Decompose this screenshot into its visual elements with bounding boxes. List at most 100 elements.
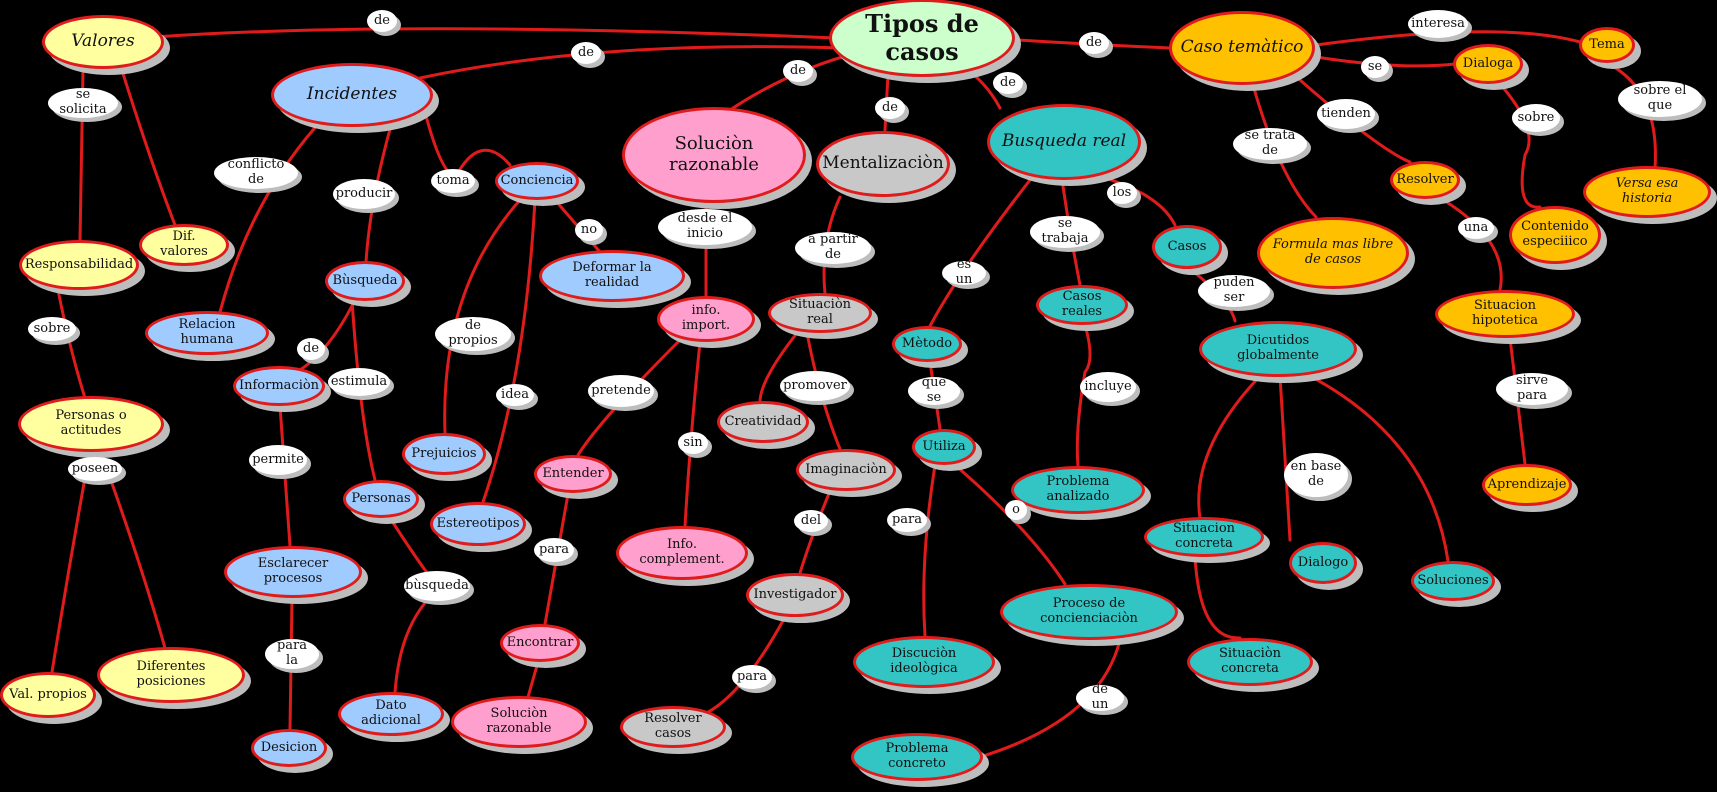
node-utiliza[interactable]: Utiliza	[912, 429, 976, 465]
node-dialoga[interactable]: Dialoga	[1453, 44, 1523, 84]
connector-line	[928, 178, 1032, 328]
node-relacion-humana[interactable]: Relacion humana	[145, 311, 269, 355]
node-busqueda-real[interactable]: Busqueda real	[987, 104, 1141, 180]
node-imaginacion[interactable]: Imaginaciòn	[796, 449, 896, 491]
connector-line	[798, 489, 832, 575]
node-resolver[interactable]: Resolver	[1390, 161, 1460, 199]
node-situacion-concreta[interactable]: Situacion concreta	[1144, 517, 1264, 557]
node-dato-adicional[interactable]: Dato adicional	[338, 692, 444, 736]
node-esclarecer-procesos[interactable]: Esclarecer procesos	[224, 546, 362, 598]
connector-line	[1193, 555, 1242, 640]
connector-line	[56, 288, 87, 400]
link-label-conflicto-de: conflicto de	[214, 157, 298, 189]
node-desicion[interactable]: Desicion	[251, 729, 327, 767]
node-resolver-casos[interactable]: Resolver casos	[620, 706, 726, 748]
node-valores[interactable]: Valores	[42, 15, 164, 69]
connector-line	[298, 298, 357, 372]
node-casos[interactable]: Casos	[1152, 225, 1222, 269]
link-label-busqueda: bùsqueda	[404, 571, 470, 601]
connector-line	[350, 298, 377, 482]
node-dicutidos-globalmente[interactable]: Dicutidos globalmente	[1199, 321, 1357, 377]
link-label-se-trata-de: se trata de	[1233, 128, 1307, 160]
node-discucion-ideologica[interactable]: Discuciòn ideològica	[853, 636, 995, 688]
link-label-a-partir-de: a partir de	[795, 232, 871, 264]
node-soluciones[interactable]: Soluciones	[1411, 561, 1495, 601]
node-dif-valores[interactable]: Dif. valores	[139, 224, 229, 266]
link-label-se-solicita: se solicita	[48, 87, 118, 118]
link-label-sin: sin	[678, 432, 708, 454]
link-label-tienden: tienden	[1317, 99, 1375, 129]
node-problema-analizado[interactable]: Problema analizado	[1011, 466, 1145, 514]
node-informacion[interactable]: Informaciòn	[233, 366, 325, 406]
connector-line	[118, 62, 177, 227]
link-label-para-la: para la	[265, 638, 319, 669]
link-label-sirve-para: sirve para	[1496, 373, 1568, 405]
link-label-se: se	[1361, 56, 1389, 78]
node-prejuicios[interactable]: Prejuicios	[402, 433, 486, 475]
connector-line	[423, 110, 512, 181]
node-situacion-real[interactable]: Situaciòn real	[768, 293, 872, 333]
node-tema[interactable]: Tema	[1579, 27, 1635, 63]
node-contenido-especiiico[interactable]: Contenido especiiico	[1509, 206, 1601, 264]
node-info-complement[interactable]: Info. complement.	[616, 526, 748, 580]
link-label-de: de	[993, 72, 1023, 94]
link-label-toma: toma	[431, 169, 475, 193]
node-casos-reales[interactable]: Casos reales	[1036, 285, 1128, 325]
link-label-en-base-de: en base de	[1284, 453, 1348, 497]
node-problema-concreto[interactable]: Problema concreto	[851, 733, 983, 781]
node-situacion-hipotetica[interactable]: Situacion hipotetica	[1435, 290, 1575, 338]
link-label-pretende: pretende	[588, 375, 654, 407]
node-estereotipos[interactable]: Estereotipos	[430, 502, 526, 546]
connector-line	[278, 404, 292, 548]
node-solucion-razonable[interactable]: Soluciòn razonable	[622, 107, 806, 203]
link-label-desde-el-inicio: desde el inicio	[658, 209, 752, 245]
node-incidentes[interactable]: Incidentes	[271, 63, 433, 127]
node-deformar-la-realidad[interactable]: Deformar la realidad	[539, 250, 685, 302]
node-caso-tematico[interactable]: Caso temàtico	[1169, 11, 1315, 85]
link-label-de-un: de un	[1076, 682, 1124, 712]
node-responsabilidad[interactable]: Responsabilidad	[19, 240, 139, 290]
connector-line	[50, 448, 92, 674]
connector-line	[153, 27, 837, 40]
link-label-los: los	[1107, 182, 1137, 204]
node-tipos-de-casos[interactable]: Tipos de casos	[829, 0, 1015, 77]
link-label-de: de	[875, 97, 905, 119]
link-label-que-se: que se	[908, 375, 960, 405]
node-aprendizaje[interactable]: Aprendizaje	[1482, 464, 1572, 506]
connector-line	[443, 198, 522, 435]
node-entender[interactable]: Entender	[534, 455, 612, 493]
node-dialogo[interactable]: Dialogo	[1289, 542, 1357, 584]
connector-line	[418, 45, 842, 80]
connector-line	[1298, 78, 1412, 164]
node-creatividad[interactable]: Creatividad	[717, 401, 809, 443]
node-busqueda[interactable]: Bùsqueda	[325, 261, 405, 301]
link-label-de: de	[367, 10, 397, 32]
node-investigador[interactable]: Investigador	[746, 573, 844, 617]
link-label-una: una	[1458, 217, 1494, 239]
link-label-para: para	[887, 508, 927, 532]
node-diferentes-posiciones[interactable]: Diferentes posiciones	[97, 647, 245, 703]
node-solucion-razonable-2[interactable]: Soluciòn razonable	[451, 696, 587, 748]
node-metodo[interactable]: Mètodo	[892, 326, 962, 362]
node-versa-esa-historia[interactable]: Versa esa historia	[1583, 166, 1711, 218]
node-personas[interactable]: Personas	[343, 480, 419, 518]
connector-line	[1075, 323, 1092, 468]
node-personas-o-actitudes[interactable]: Personas o actitudes	[18, 396, 164, 452]
link-label-sobre-el-que: sobre el que	[1618, 81, 1702, 117]
connector-line	[481, 198, 537, 504]
node-conciencia[interactable]: Conciencia	[495, 162, 579, 200]
node-mentalizacion[interactable]: Mentalizaciòn	[816, 131, 950, 197]
node-situacion-concreta-2[interactable]: Situaciòn concreta	[1187, 638, 1313, 686]
node-encontrar[interactable]: Encontrar	[500, 624, 580, 662]
node-val-propios[interactable]: Val. propios	[0, 672, 96, 718]
node-formula-mas-libre[interactable]: Formula mas libre de casos	[1257, 217, 1409, 289]
link-label-se-trabaja: se trabaja	[1030, 216, 1100, 248]
node-info-import[interactable]: info. import.	[657, 296, 755, 342]
connector-line	[1308, 374, 1450, 563]
connector-line	[1314, 30, 1582, 47]
connector-line	[218, 120, 322, 314]
link-label-sobre: sobre	[28, 317, 76, 341]
connector-line	[1438, 196, 1503, 292]
node-proceso-de-concienciacion[interactable]: Proceso de concienciaciòn	[1000, 584, 1178, 640]
